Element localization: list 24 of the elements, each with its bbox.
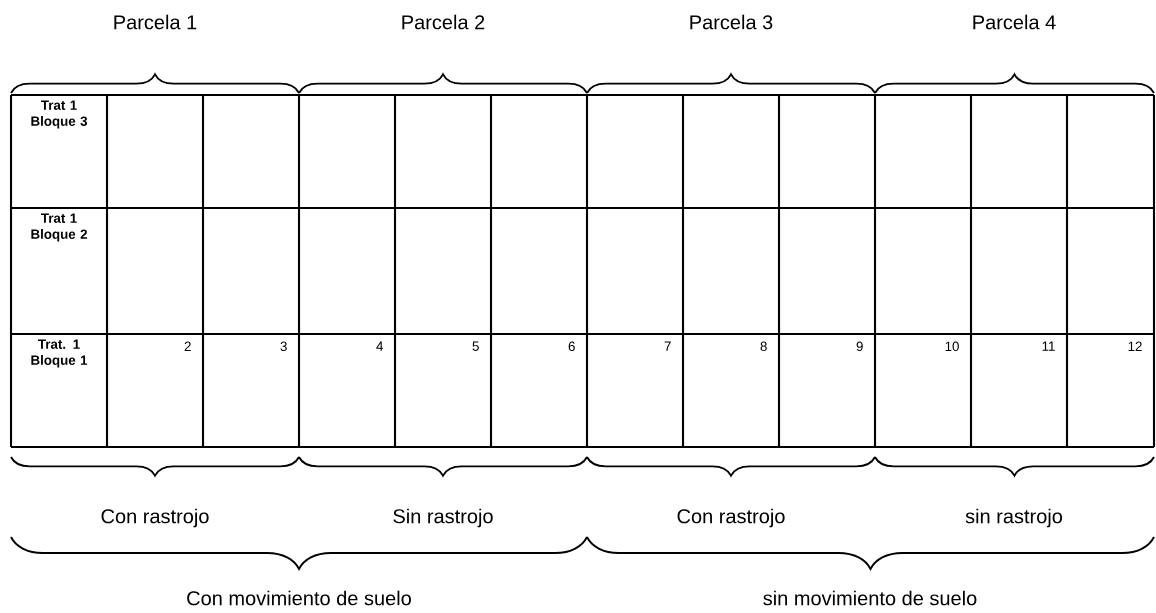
plot-label: Parcela 3 (690, 14, 773, 30)
plot-number: 2 (184, 341, 191, 351)
plot-number: 8 (760, 341, 767, 352)
plot-number: 3 (280, 341, 287, 352)
plot-label: Parcela 2 (402, 14, 485, 30)
treatment-label: Con rastrojo (677, 508, 785, 528)
block-label: Trat 1 Bloque 2 (31, 213, 87, 242)
tillage-label: sin movimiento de suelo (763, 590, 977, 606)
plot-number: 12 (1128, 341, 1142, 351)
plot-number: 4 (376, 341, 383, 351)
tillage-label: Con movimiento de suelo (187, 590, 411, 606)
plot-label: Parcela 1 (114, 14, 197, 30)
plot-number: 7 (664, 341, 671, 351)
block-label: Trat 1 Bloque 3 (31, 100, 88, 129)
treatment-label: Sin rastrojo (393, 508, 493, 528)
treatment-label: sin rastrojo (965, 508, 1063, 528)
plot-label: Parcela 4 (973, 14, 1056, 30)
plot-number: 5 (472, 341, 479, 351)
plot-number: 6 (568, 341, 575, 352)
block-label: Trat. 1 Bloque 1 (31, 339, 88, 368)
plot-number: 9 (856, 341, 863, 352)
treatment-label: Con rastrojo (101, 508, 209, 528)
plot-number: 10 (945, 341, 959, 352)
plot-number: 11 (1042, 341, 1055, 351)
